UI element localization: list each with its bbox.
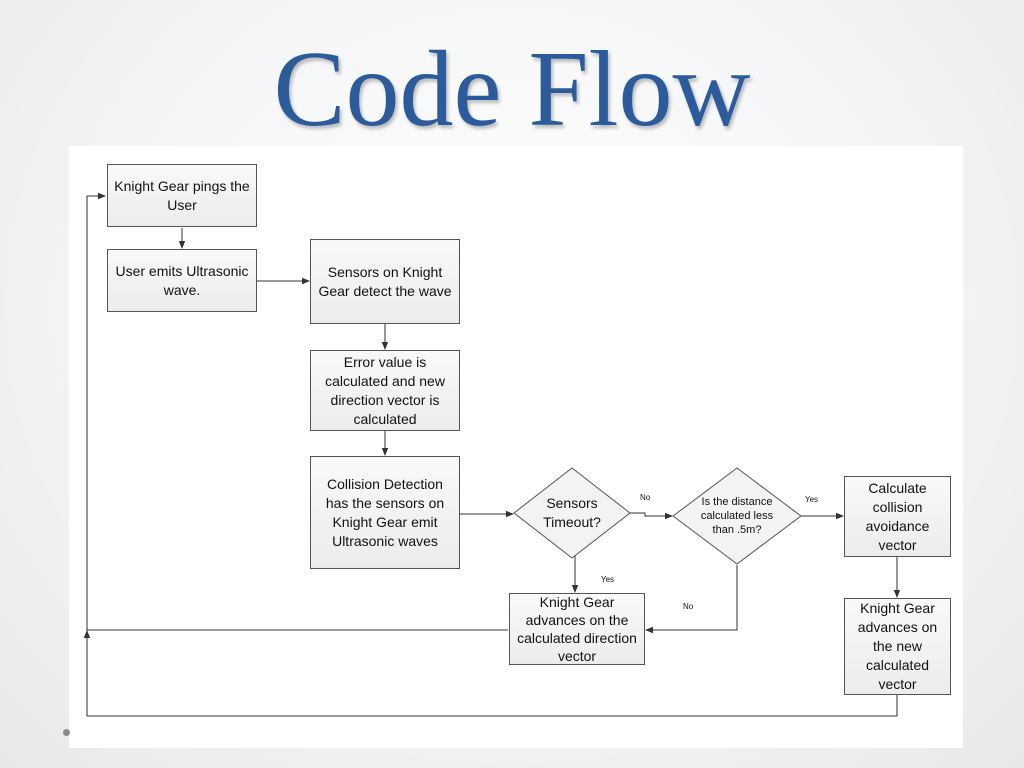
diamond-distance-check xyxy=(672,467,802,565)
node-ping-user: Knight Gear pings the User xyxy=(107,164,257,227)
label-distance-check: Is the distance calculated less than .5m… xyxy=(700,496,774,536)
slide-title: Code Flow xyxy=(273,30,751,149)
label-sensors-timeout: Sensors Timeout? xyxy=(543,495,601,530)
bullet-dot xyxy=(63,729,70,736)
diamond-sensors-timeout xyxy=(513,467,631,559)
edge-label-distance-no: No xyxy=(683,602,694,611)
node-calc-avoidance: Calculate collision avoidance vector xyxy=(844,476,951,557)
node-sensors-detect: Sensors on Knight Gear detect the wave xyxy=(310,239,460,324)
arrow-distance-no xyxy=(645,565,738,634)
node-advance-new: Knight Gear advances on the new calculat… xyxy=(844,598,951,695)
edge-label-timeout-yes: Yes xyxy=(601,575,615,584)
arrow-timeout-no xyxy=(630,512,673,520)
node-advance-direction: Knight Gear advances on the calculated d… xyxy=(509,593,645,665)
edge-label-distance-yes: Yes xyxy=(805,495,819,504)
node-user-emits: User emits Ultrasonic wave. xyxy=(107,249,257,312)
arrow-loop-back xyxy=(86,192,898,717)
edge-label-timeout-no: No xyxy=(640,493,651,502)
node-collision-detection: Collision Detection has the sensors on K… xyxy=(310,456,460,569)
node-error-value: Error value is calculated and new direct… xyxy=(310,350,460,431)
